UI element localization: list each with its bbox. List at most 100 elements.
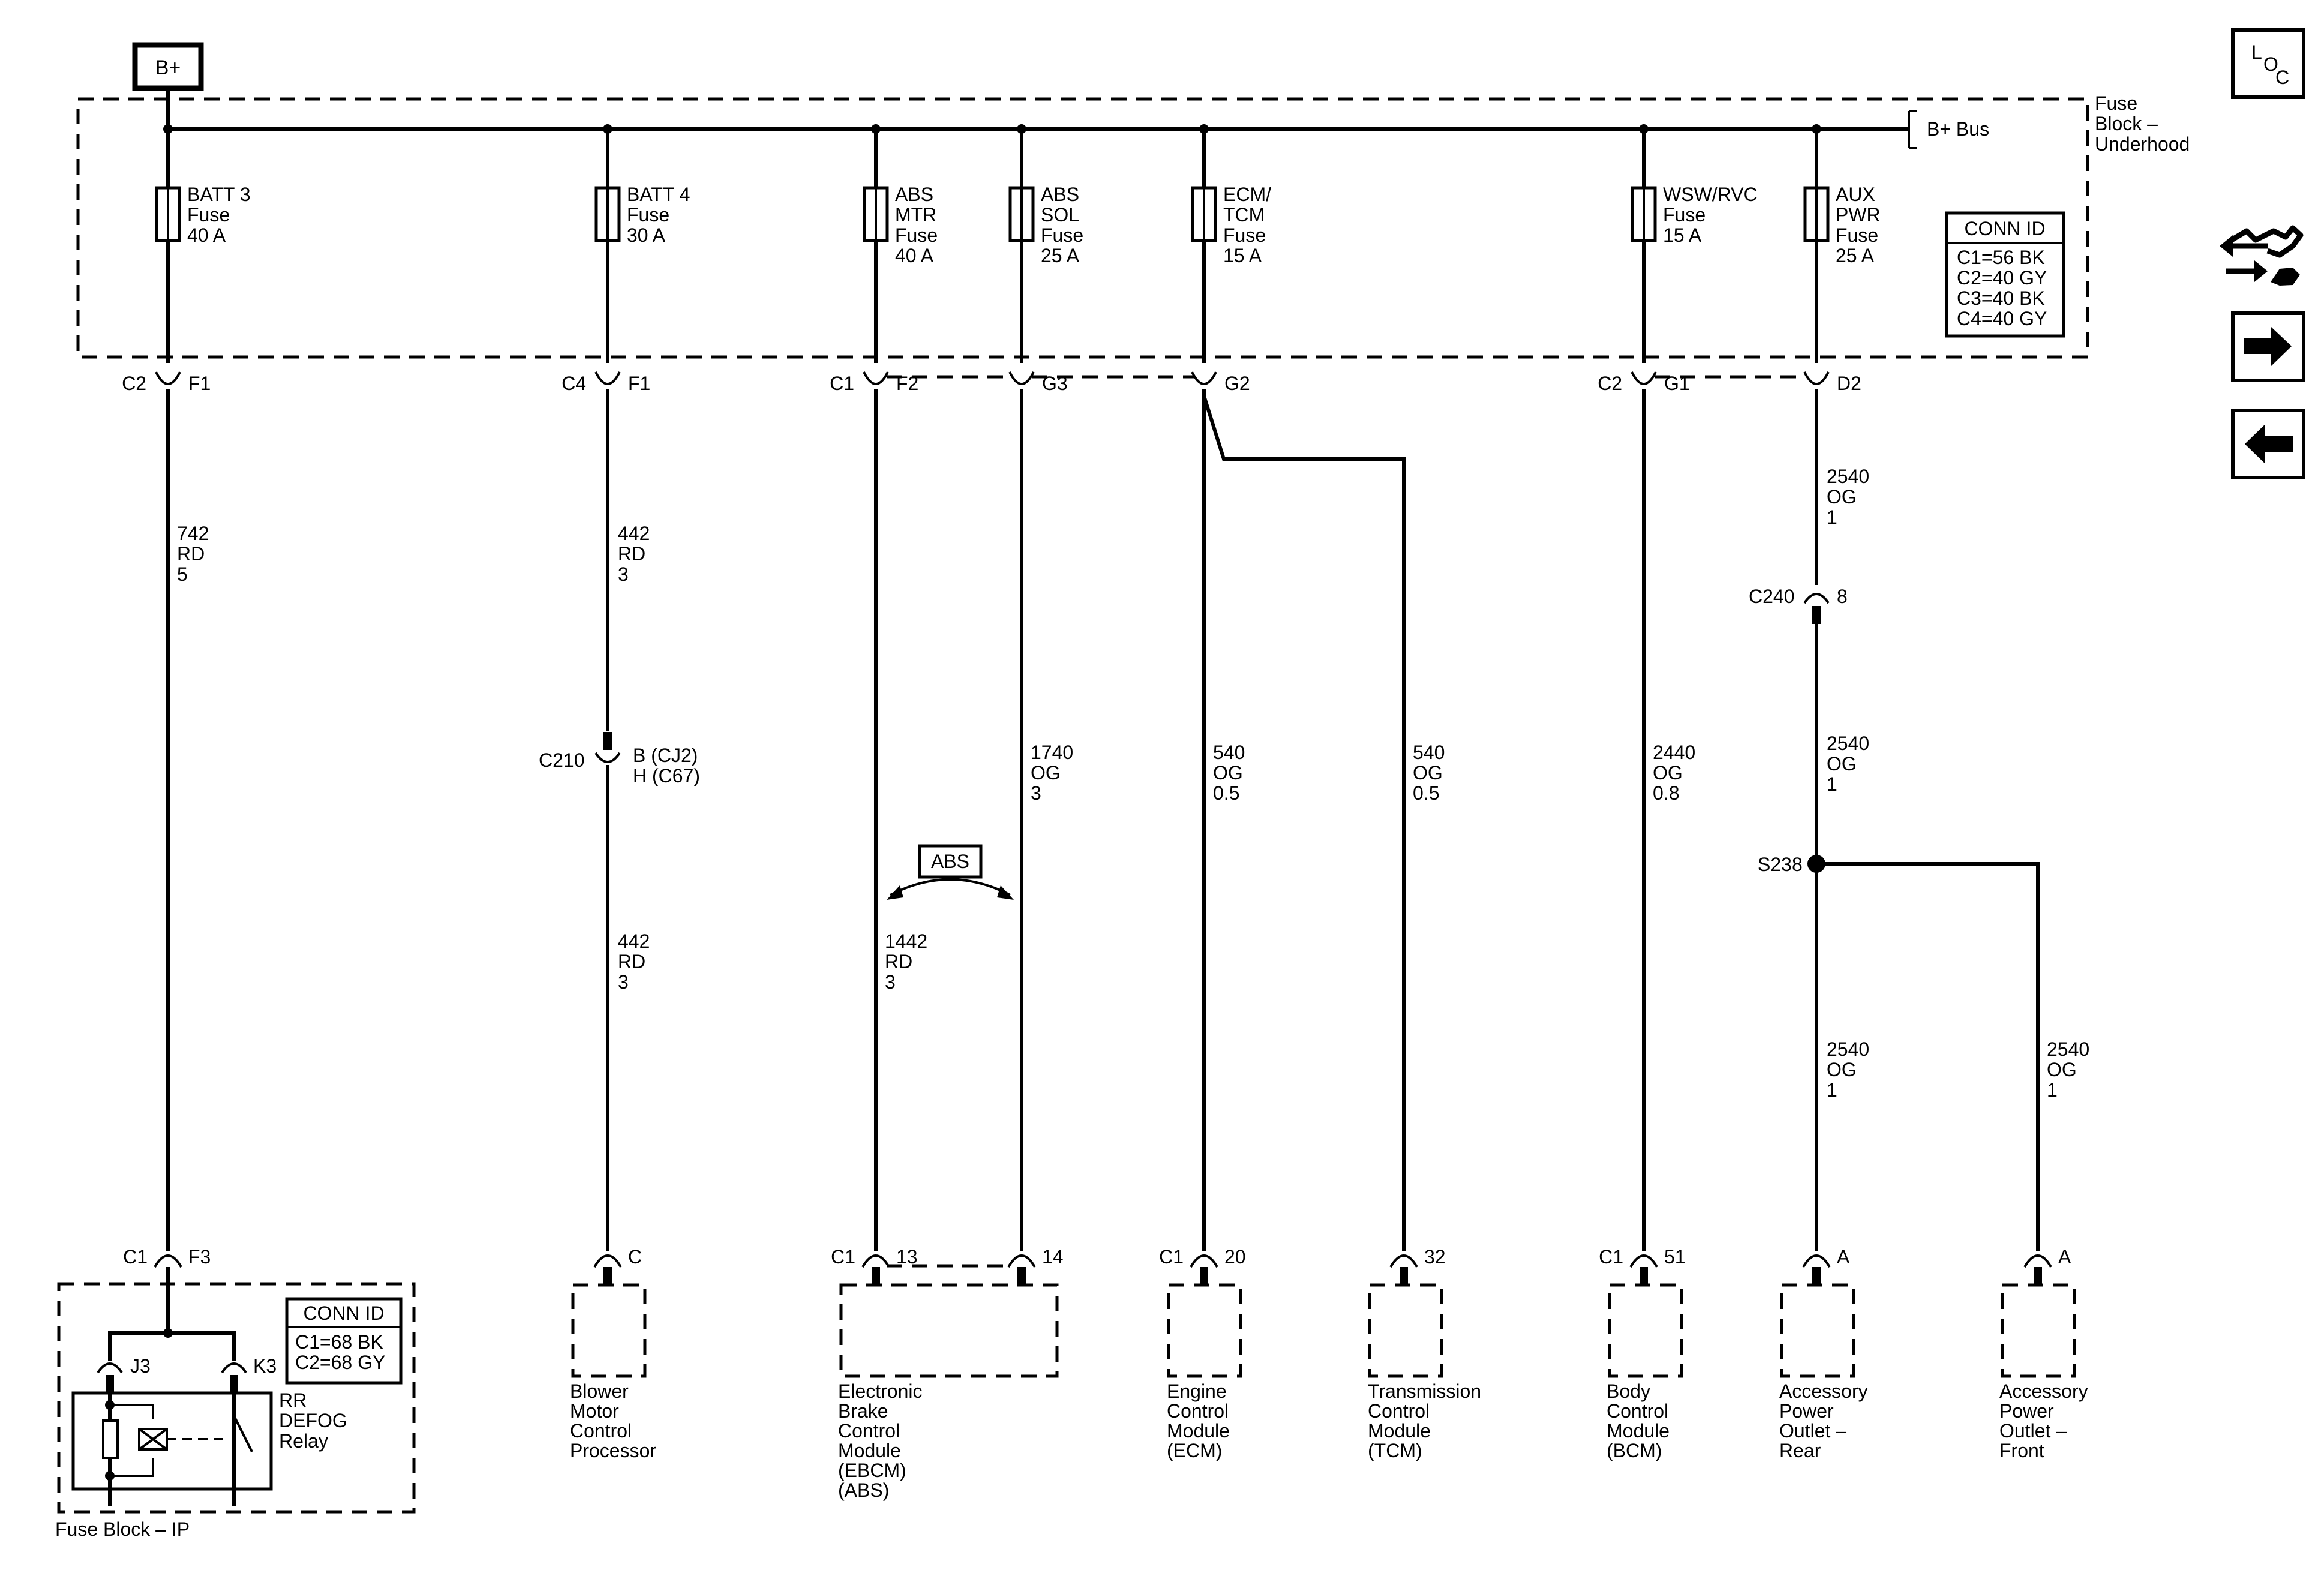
connector-label: 20 — [1224, 1246, 1246, 1268]
fuse-label: TCM — [1223, 204, 1265, 226]
forward-button[interactable] — [2231, 311, 2305, 382]
component-label: Blower — [570, 1380, 629, 1402]
component-label: Control — [570, 1420, 632, 1442]
component-label: Control — [1167, 1400, 1229, 1422]
fuse-label: AUX — [1836, 184, 1875, 205]
wire-label-group: 742RD5442RD3442RD31442RD31740OG3540OG0.5… — [177, 466, 2089, 1101]
component-label: Rear — [1779, 1440, 1821, 1461]
fuse-label: Fuse — [1663, 204, 1706, 226]
conn-id-row: C2=68 GY — [295, 1352, 385, 1373]
connector-label: C1 — [831, 1246, 855, 1268]
connector-label: A — [2058, 1246, 2071, 1268]
svg-text:ABS: ABS — [931, 851, 969, 872]
connector-label: F3 — [188, 1246, 211, 1268]
top-connector — [594, 371, 621, 385]
svg-text:C210: C210 — [539, 749, 585, 771]
svg-text:DEFOG: DEFOG — [279, 1410, 347, 1431]
connector-label: C4 — [562, 373, 586, 394]
component-label: Control — [838, 1420, 900, 1442]
component-label: (ECM) — [1167, 1440, 1222, 1461]
fuse-block-label-3: Underhood — [2095, 133, 2190, 155]
bottom-connector — [1007, 1254, 1036, 1268]
wire-label: OG — [2047, 1059, 2077, 1080]
connector-c240: C240 8 — [1749, 586, 1848, 624]
component-label: (ABS) — [838, 1479, 889, 1501]
conn-id-row: C3=40 BK — [1957, 287, 2045, 309]
wire-label: 1442 — [885, 930, 927, 952]
component-label: Body — [1607, 1380, 1650, 1402]
wire-label: 1 — [1827, 506, 1837, 528]
connector-label: A — [1837, 1246, 1850, 1268]
bottom-connector — [1802, 1254, 1831, 1268]
conn-id-row: C1=56 BK — [1957, 247, 2045, 268]
wire-label: OG — [1653, 762, 1683, 784]
connector-label: C1 — [830, 373, 854, 394]
bottom-connector — [1389, 1254, 1418, 1268]
component-label: Transmission — [1368, 1380, 1481, 1402]
component-label: Module — [1607, 1420, 1670, 1442]
b-plus-bus-label: B+ Bus — [1927, 118, 1989, 140]
component-label: Front — [1999, 1440, 2044, 1461]
wire-label: 540 — [1413, 742, 1445, 763]
wire-label: 2540 — [1827, 733, 1869, 754]
wire-label: 742 — [177, 523, 209, 544]
b-plus-label: B+ — [155, 56, 181, 79]
wire-label: 1740 — [1031, 742, 1073, 763]
fuse-label: Fuse — [1836, 224, 1878, 246]
connector-label: C1 — [1159, 1246, 1184, 1268]
svg-text:K3: K3 — [253, 1355, 277, 1377]
bottom-connector — [593, 1254, 622, 1268]
fuse-label: SOL — [1041, 204, 1079, 226]
wire-label: RD — [177, 543, 205, 565]
wire-label: RD — [618, 951, 645, 972]
component-label: (EBCM) — [838, 1460, 906, 1481]
wire-label: 540 — [1213, 742, 1245, 763]
wire-label: OG — [1413, 762, 1443, 784]
fuse-label: 25 A — [1836, 245, 1875, 266]
component-label: Power — [1999, 1400, 2054, 1422]
svg-text:RR: RR — [279, 1389, 307, 1411]
wire-label: OG — [1827, 753, 1857, 775]
component-label: Power — [1779, 1400, 1834, 1422]
fuse-label: BATT 4 — [627, 184, 690, 205]
bottom-connector — [2023, 1254, 2052, 1268]
rr-defog-relay: J3 K3 RR DEFOG Relay — [71, 1284, 347, 1506]
arrow-right-icon — [2244, 327, 2292, 366]
fuse-label: Fuse — [187, 204, 230, 226]
circuit-swap-icon[interactable] — [2220, 225, 2304, 286]
fuse-label: WSW/RVC — [1663, 184, 1758, 205]
fuse-label: Fuse — [1223, 224, 1266, 246]
back-button[interactable] — [2231, 409, 2305, 479]
wires — [166, 389, 2040, 1251]
wire-label: RD — [885, 951, 912, 972]
component-label: Accessory — [1779, 1380, 1868, 1402]
top-connector — [1191, 371, 1217, 385]
fuse-label: ABS — [895, 184, 933, 205]
loc-icon[interactable]: L O C — [2231, 28, 2305, 99]
wire-label: 0.5 — [1413, 782, 1439, 804]
wire-label: 2540 — [1827, 1038, 1869, 1060]
connector-label: 51 — [1664, 1246, 1686, 1268]
wire-label: 2540 — [2047, 1038, 2089, 1060]
conn-id-row: C4=40 GY — [1957, 308, 2047, 329]
bottom-connector — [1190, 1254, 1218, 1268]
top-connector — [1631, 371, 1657, 385]
svg-text:8: 8 — [1837, 586, 1848, 607]
wire-label: OG — [1031, 762, 1061, 784]
component-label: Outlet – — [1999, 1420, 2067, 1442]
wire-label: 0.5 — [1213, 782, 1239, 804]
component-label: (BCM) — [1607, 1440, 1662, 1461]
wire-label: 3 — [885, 971, 896, 993]
abs-tag: ABS — [887, 844, 1014, 900]
fuse-label: PWR — [1836, 204, 1881, 226]
fuse-label: 15 A — [1663, 224, 1702, 246]
component-label: (TCM) — [1368, 1440, 1422, 1461]
wire-label: 3 — [618, 563, 629, 585]
wire-label: OG — [1213, 762, 1243, 784]
fuse-block-label-2: Block – — [2095, 113, 2158, 134]
component-label-group: BlowerMotorControlProcessorElectronicBra… — [570, 1380, 2088, 1501]
connector-label: 14 — [1042, 1246, 1064, 1268]
wire-label: 3 — [618, 971, 629, 993]
